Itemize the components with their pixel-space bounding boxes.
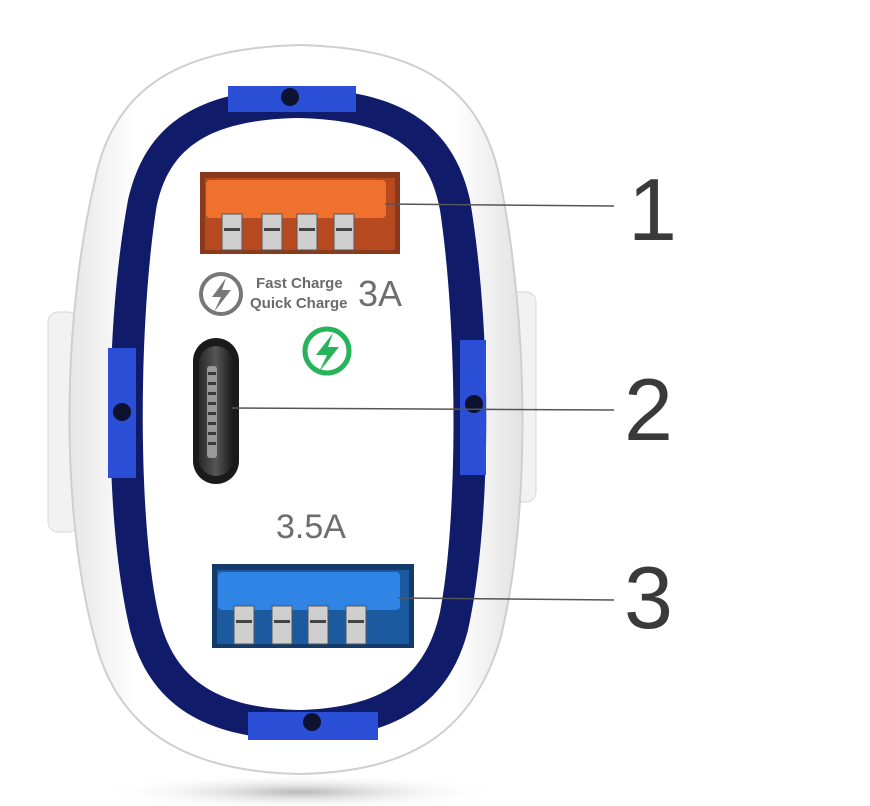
ring-dot-bottom	[303, 713, 321, 731]
ground-shadow	[100, 774, 500, 806]
lightning-gray-icon	[199, 272, 243, 316]
ring-dot-right	[465, 395, 483, 413]
port1-rating: 3A	[358, 273, 402, 314]
callout-line-3	[397, 597, 615, 601]
usb-a-port-orange	[200, 172, 400, 254]
quick-charge-label: Fast Charge Quick Charge 3A	[199, 272, 402, 316]
callout-number-2: 2	[624, 360, 673, 459]
callout-number-3: 3	[624, 548, 673, 647]
port3-rating: 3.5A	[276, 508, 346, 546]
callout-line-2	[231, 407, 615, 411]
callout-line-1	[384, 203, 615, 207]
fast-charge-text: Fast Charge	[256, 275, 343, 292]
ring-dot-left	[113, 403, 131, 421]
callout-number-1: 1	[628, 160, 677, 259]
charger-face	[142, 118, 454, 710]
quick-charge-text: Quick Charge	[250, 295, 348, 312]
ring-dot-top	[281, 88, 299, 106]
lightning-green-icon	[302, 326, 352, 376]
usb-c-port	[193, 338, 239, 484]
usb-a-port-blue	[212, 564, 414, 648]
